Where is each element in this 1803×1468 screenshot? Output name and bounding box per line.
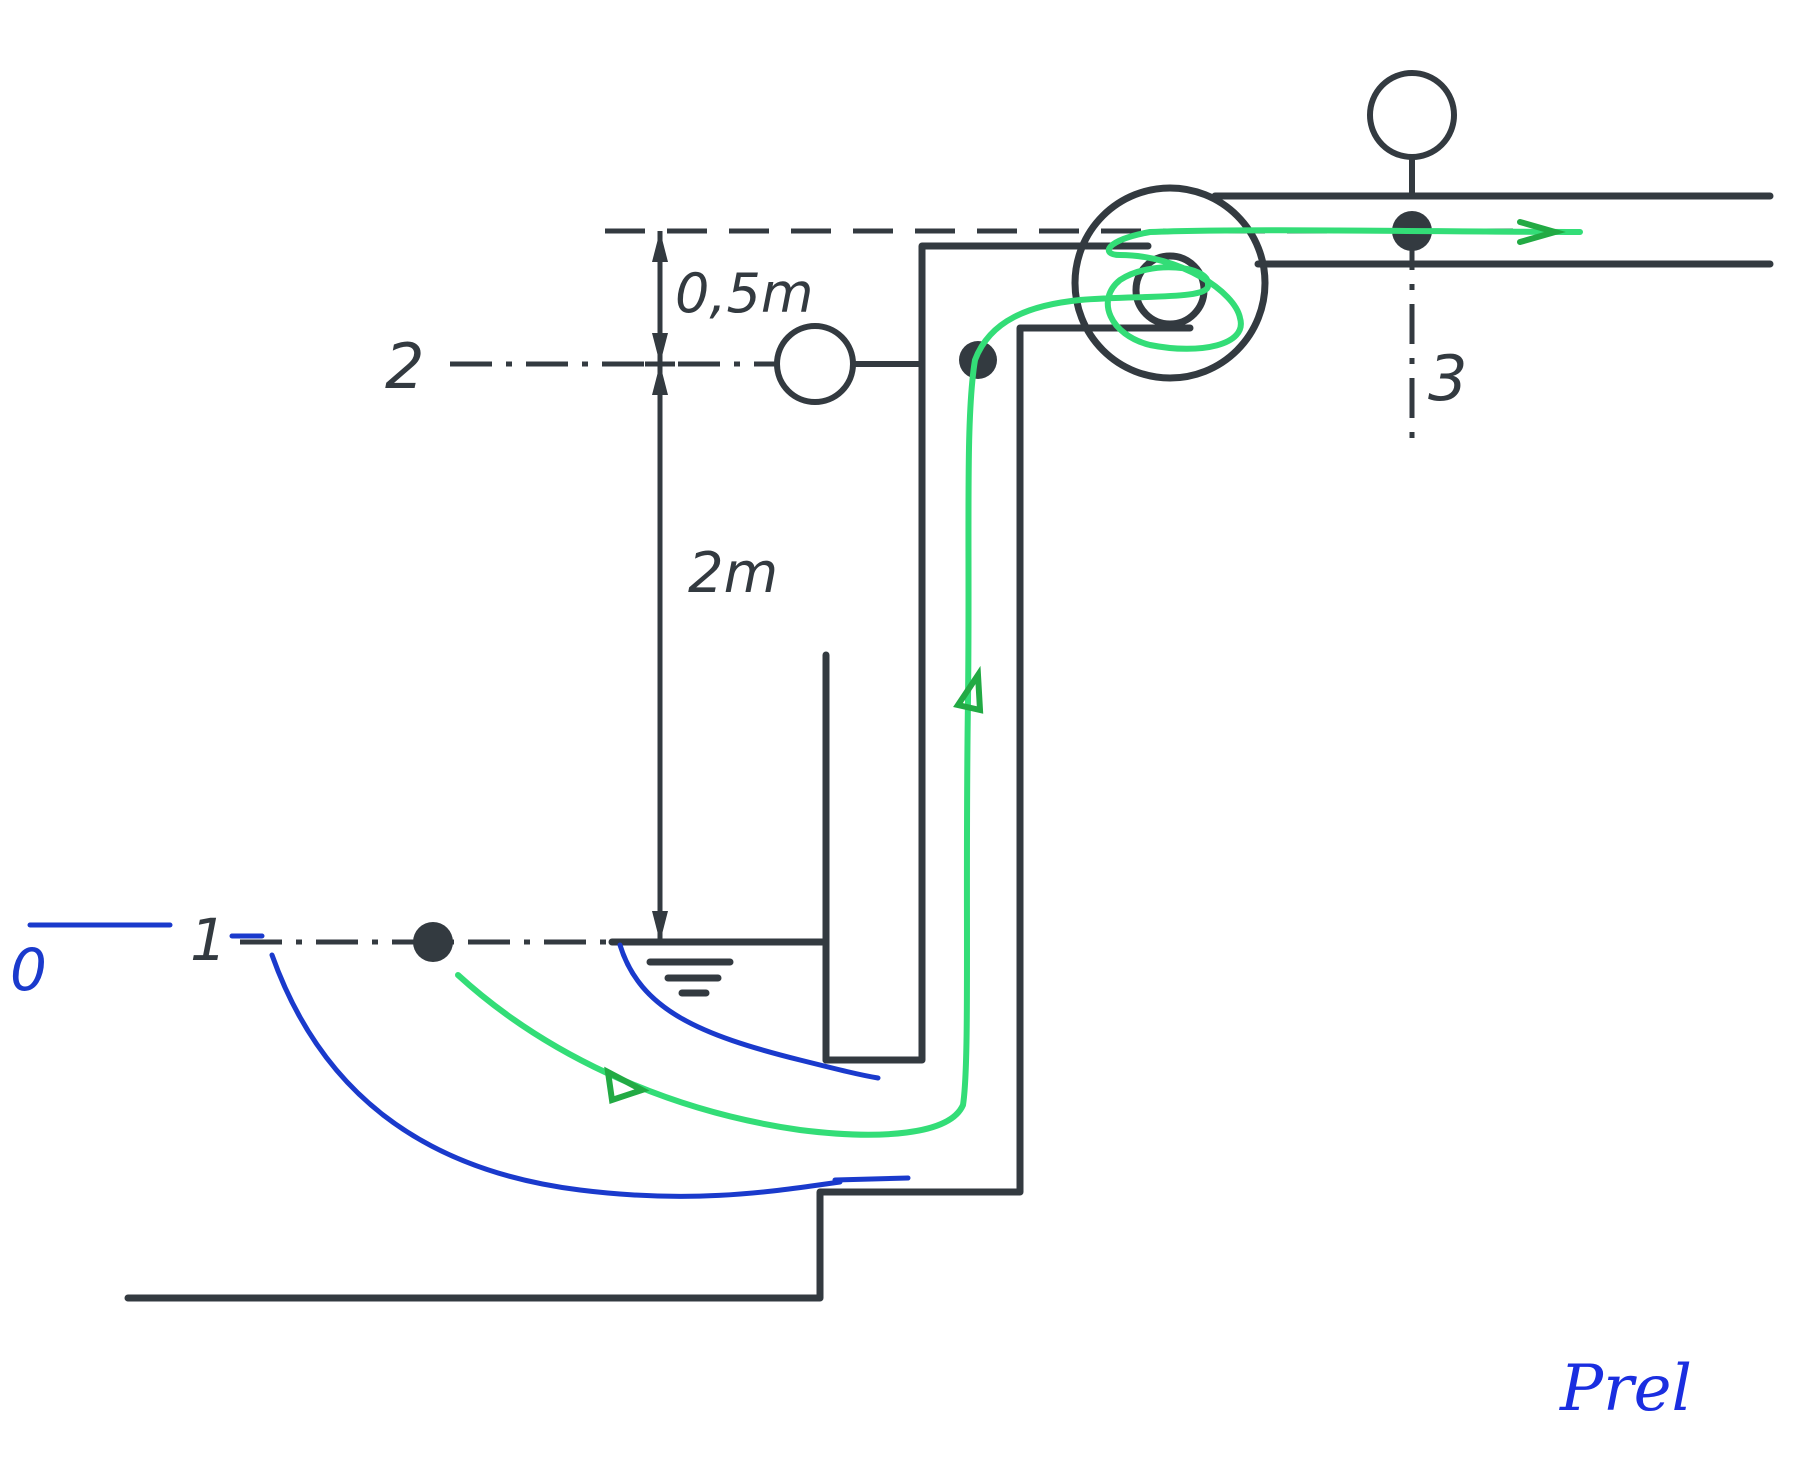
reference-lines: [240, 228, 1540, 945]
streamline-path: [455, 227, 1583, 1138]
tank-floor-outer: [124, 324, 1094, 1302]
pressure-gauge-3: [1367, 70, 1457, 196]
dimension-lower: 2m: [688, 541, 778, 606]
pump-inlet: [1086, 242, 1194, 332]
arrow-icon: [953, 665, 984, 714]
pump-casing: [1071, 184, 1269, 382]
pressure-gauge-2: [774, 323, 922, 405]
label-datum: 0: [10, 936, 47, 1004]
dimension-arrows: [652, 231, 668, 942]
dimension-upper: 0,5m: [675, 262, 813, 325]
label-section-3: 3: [1428, 342, 1467, 415]
arrow-icon: [1517, 219, 1566, 245]
arrow-icon: [604, 1066, 650, 1104]
blue-curve-inner: [617, 942, 881, 1081]
suction-pipe-inner: [822, 242, 1094, 1064]
datum-lines: [27, 922, 911, 1199]
point-1: [413, 922, 453, 962]
streamline-arrows: [604, 219, 1566, 1104]
streamline: [455, 227, 1583, 1138]
label-section-1: 1: [190, 906, 227, 974]
signature: Prel: [1559, 1352, 1692, 1426]
gauge-icon: [1367, 70, 1457, 160]
label-section-2: 2: [385, 330, 424, 403]
pipe-structure: [124, 184, 1774, 1302]
gauge-icon: [774, 323, 856, 405]
blue-curve-outer: [269, 952, 843, 1199]
